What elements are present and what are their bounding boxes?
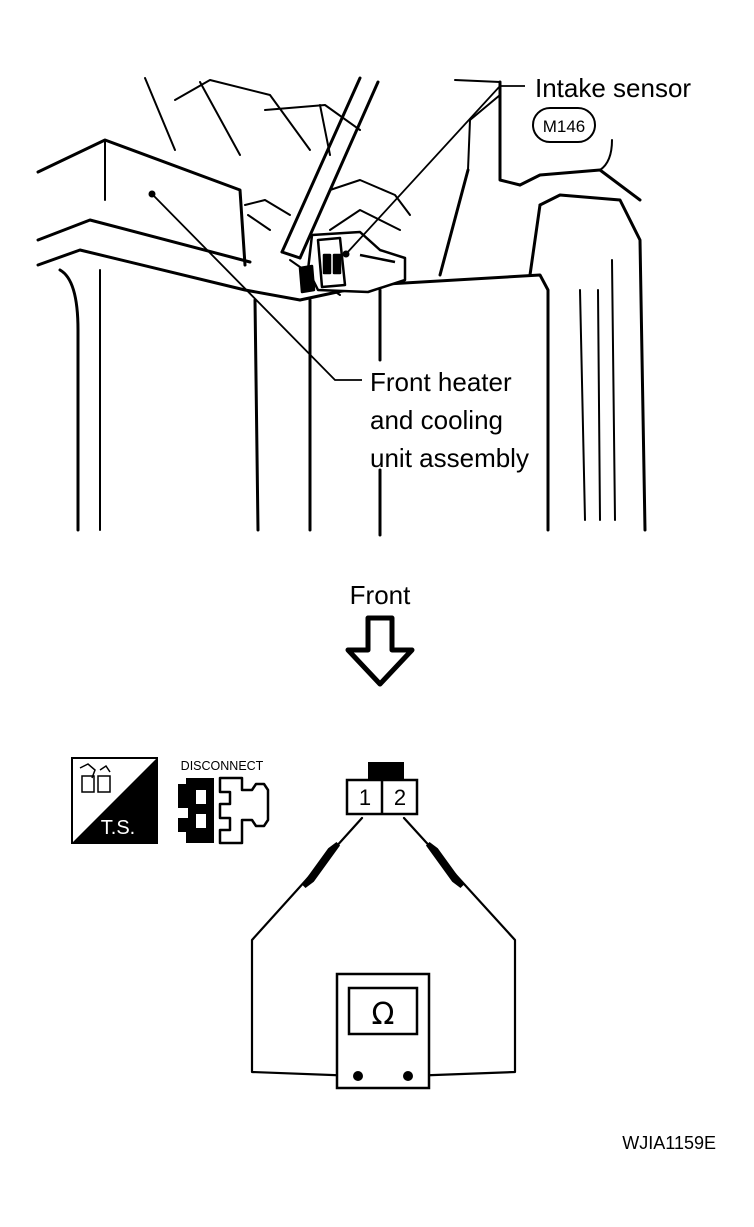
intake-sensor-component [298, 230, 407, 294]
ohm-symbol: Ω [372, 997, 395, 1032]
connector-code-badge [532, 107, 596, 143]
harness-connector [345, 762, 419, 816]
tester-probes [301, 842, 465, 888]
ts-badge-label: T.S. [101, 817, 135, 839]
heater-unit-label-line-1: Front heater [370, 367, 512, 397]
intake-sensor-label: Intake sensor [535, 73, 691, 103]
front-direction-label: Front [350, 580, 411, 610]
heater-unit-label-line-2: and cooling [370, 405, 503, 435]
ohmmeter-display [347, 986, 419, 1036]
disconnect-icon [178, 776, 270, 845]
callout-leaders [151, 85, 525, 381]
terminal-2-label: 2 [394, 785, 406, 810]
vehicle-interior-illustration [36, 76, 647, 537]
heater-unit-label-line-3: unit assembly [370, 443, 529, 473]
intake-sensor-pointer-dot [342, 250, 350, 258]
heater-unit-pointer-dot [148, 190, 156, 198]
disconnect-label: DISCONNECT [181, 759, 264, 773]
terminal-1-label: 1 [359, 785, 371, 810]
figure-id: WJIA1159E [622, 1133, 716, 1153]
connector-code-label: M146 [543, 117, 586, 136]
front-direction-arrow-icon [345, 615, 415, 687]
ohmmeter [335, 972, 431, 1090]
connector-lock-tab [368, 762, 404, 780]
ts-tool-icon [71, 757, 158, 844]
ohmmeter-terminal-left [353, 1071, 363, 1081]
ohmmeter-terminal-right [403, 1071, 413, 1081]
